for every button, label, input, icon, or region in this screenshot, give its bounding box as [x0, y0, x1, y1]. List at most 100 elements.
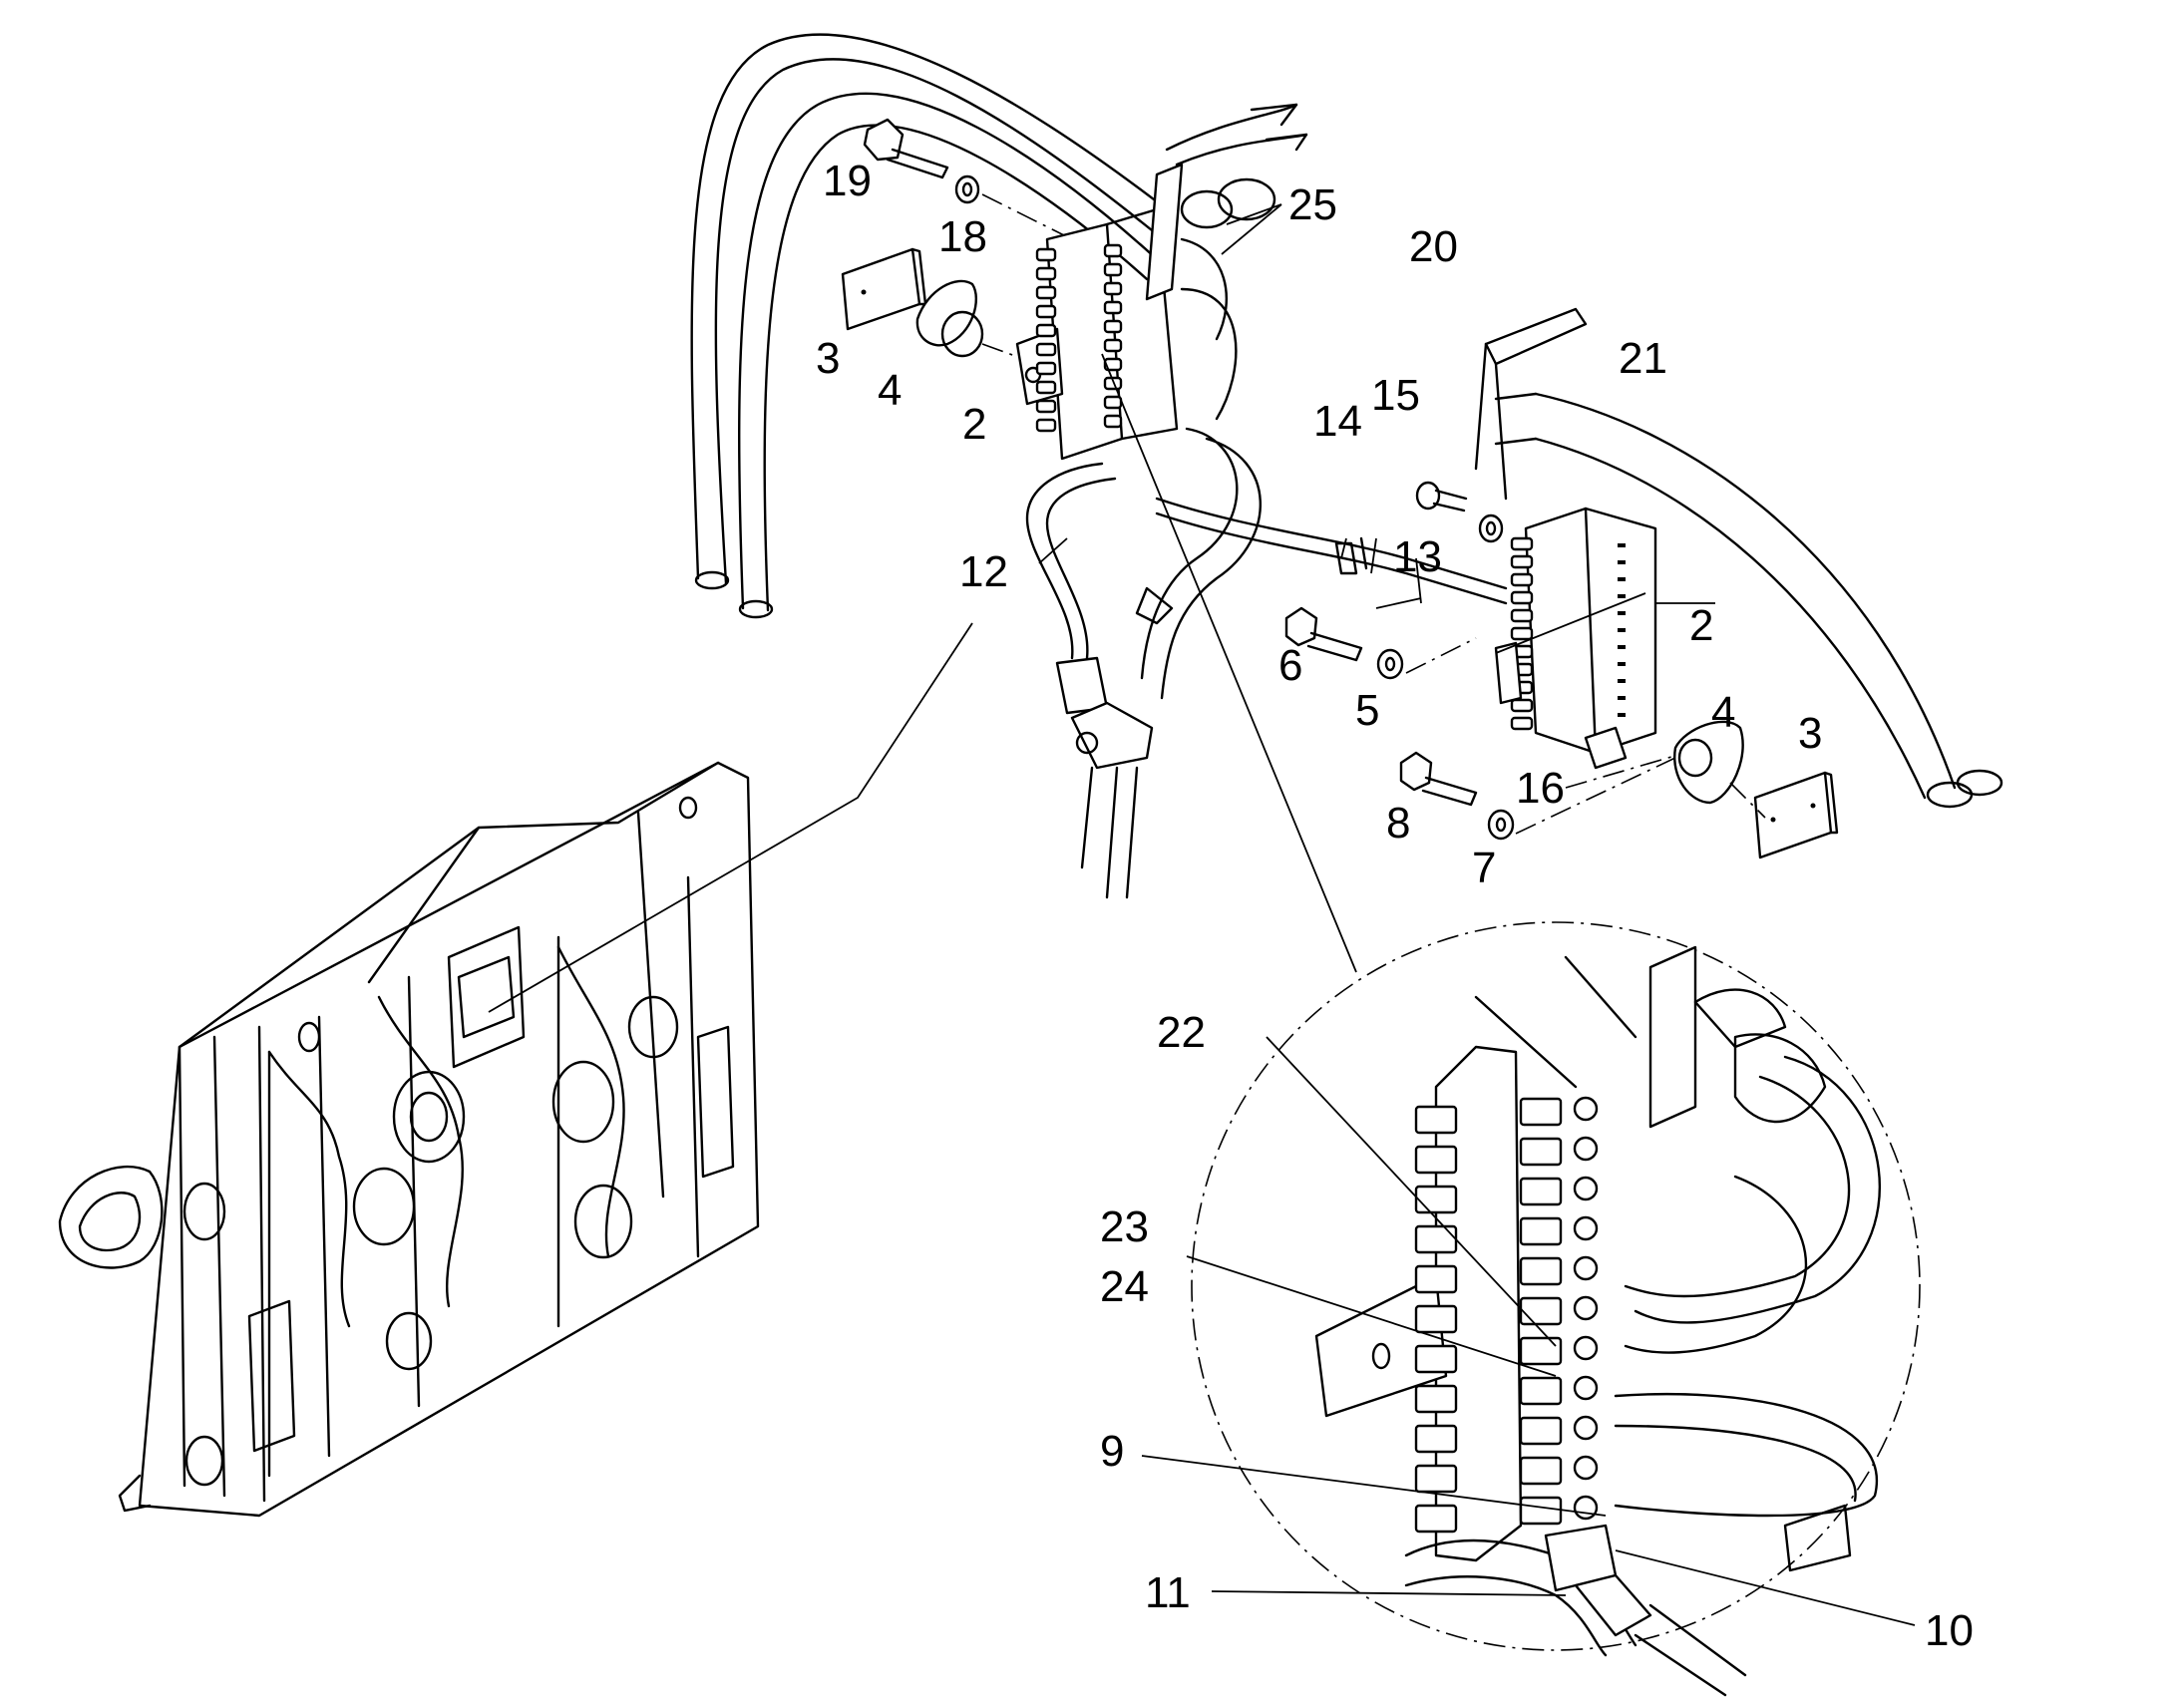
grease-hose-bundle-right	[1474, 307, 2003, 809]
assembly-line-5	[1405, 637, 1477, 674]
grease-fitting-upper	[1035, 361, 1057, 376]
grease-fitting-detail	[1519, 1177, 1563, 1206]
grease-fitting-detail	[1519, 1496, 1563, 1526]
callout-10: 10	[1925, 1606, 1974, 1655]
distributor-slot	[1618, 628, 1626, 632]
grease-fitting-detail	[1414, 1105, 1458, 1135]
grease-fitting-right	[1510, 626, 1534, 641]
grease-fitting-right	[1510, 536, 1534, 551]
detail-view-distributor	[1314, 945, 1882, 1697]
grease-fitting-upper	[1103, 262, 1123, 277]
callout-2-right: 2	[1689, 601, 1713, 650]
grease-fitting-detail	[1414, 1145, 1458, 1175]
fitting-nut-detail	[1573, 1255, 1599, 1281]
grease-fitting-detail	[1519, 1216, 1563, 1246]
grease-fitting-detail	[1414, 1185, 1458, 1214]
distributor-slot	[1618, 560, 1626, 564]
distributor-slot	[1618, 662, 1626, 666]
distributor-slot	[1618, 713, 1626, 717]
bolt-20	[1415, 481, 1468, 512]
bolt-8	[1399, 751, 1478, 807]
distributor-slot	[1618, 577, 1626, 581]
grease-fitting-right	[1510, 590, 1534, 605]
grommet-4-right	[1673, 720, 1744, 805]
hose-bracket-25	[1145, 103, 1308, 421]
grease-fitting-upper	[1035, 304, 1057, 319]
fitting-nut-detail	[1573, 1375, 1599, 1401]
grease-fitting-upper	[1103, 395, 1123, 410]
grease-fitting-upper	[1035, 323, 1057, 338]
distributor-slot	[1618, 543, 1626, 547]
callout-12: 12	[959, 547, 1008, 596]
callout-3-upper: 3	[816, 334, 840, 383]
chassis-frame	[58, 761, 760, 1518]
grease-fitting-detail	[1519, 1137, 1563, 1167]
distributor-slot	[1618, 645, 1626, 649]
fitting-nut-detail	[1573, 1295, 1599, 1321]
washer-7	[1487, 809, 1515, 841]
grease-fitting-detail	[1414, 1264, 1458, 1294]
grease-fitting-right	[1510, 716, 1534, 731]
distributor-block-2-right	[1494, 507, 1657, 755]
grease-fitting-detail	[1519, 1296, 1563, 1326]
callout-20: 20	[1409, 222, 1458, 271]
distributor-slot	[1618, 594, 1626, 598]
grease-fitting-upper	[1035, 380, 1057, 395]
fitting-nut-detail	[1573, 1215, 1599, 1241]
washer-5	[1376, 648, 1404, 680]
grease-fitting-upper	[1035, 247, 1057, 262]
callout-11: 11	[1145, 1568, 1191, 1617]
callout-3-right: 3	[1798, 709, 1822, 758]
callout-19: 19	[823, 157, 872, 205]
callout-25: 25	[1288, 180, 1337, 229]
grease-fitting-right	[1510, 608, 1534, 623]
callout-4-upper: 4	[878, 366, 902, 415]
assembly-line-19	[981, 193, 1073, 240]
grease-fitting-detail	[1519, 1097, 1563, 1127]
callout-24: 24	[1100, 1262, 1149, 1311]
callout-5: 5	[1355, 686, 1379, 735]
grease-fitting-detail	[1414, 1464, 1458, 1494]
bolt-6	[1284, 606, 1363, 662]
grease-fitting-upper	[1035, 418, 1057, 433]
callout-6: 6	[1278, 641, 1302, 690]
callout-22: 22	[1157, 1008, 1206, 1057]
grommet-4-upper	[915, 279, 1038, 365]
grease-fitting-upper	[1035, 266, 1057, 281]
grease-fitting-right	[1510, 698, 1534, 713]
grease-fitting-upper	[1103, 357, 1123, 372]
assembly-line-3	[1729, 782, 1766, 819]
fitting-nut-detail	[1573, 1136, 1599, 1162]
grease-fitting-upper	[1035, 342, 1057, 357]
grease-fitting-upper	[1103, 281, 1123, 296]
grease-fitting-upper	[1035, 399, 1057, 414]
grease-fitting-upper	[1103, 376, 1123, 391]
grease-fitting-detail	[1519, 1256, 1563, 1286]
callout-13: 13	[1393, 532, 1442, 581]
grease-fitting-upper	[1103, 300, 1123, 315]
fitting-16	[1584, 726, 1628, 770]
washer-21	[1478, 513, 1504, 543]
callout-2-upper: 2	[962, 400, 986, 449]
grease-fitting-detail	[1414, 1384, 1458, 1414]
grease-fitting-detail	[1414, 1424, 1458, 1454]
fitting-nut-detail	[1573, 1096, 1599, 1122]
detail-view-circle	[1191, 921, 1921, 1651]
callout-leaders	[1038, 203, 1916, 1626]
grease-fitting-detail	[1414, 1304, 1458, 1334]
grease-fitting-upper	[1103, 338, 1123, 353]
grease-fitting-right	[1510, 572, 1534, 587]
pipe-line-13	[1135, 427, 1508, 700]
callout-7: 7	[1472, 844, 1496, 892]
callout-18: 18	[938, 212, 987, 261]
assembly-line-7	[1515, 757, 1676, 835]
leader-chassis-to-block	[488, 622, 973, 1013]
grease-fitting-detail	[1414, 1344, 1458, 1374]
distributor-slot	[1618, 679, 1626, 683]
grease-fitting-detail	[1519, 1336, 1563, 1366]
hose-line-12	[1025, 462, 1154, 899]
grease-fitting-upper	[1103, 319, 1123, 334]
cover-plate-3-right	[1753, 771, 1839, 859]
grease-fitting-detail	[1519, 1376, 1563, 1406]
grease-fitting-detail	[1519, 1456, 1563, 1486]
